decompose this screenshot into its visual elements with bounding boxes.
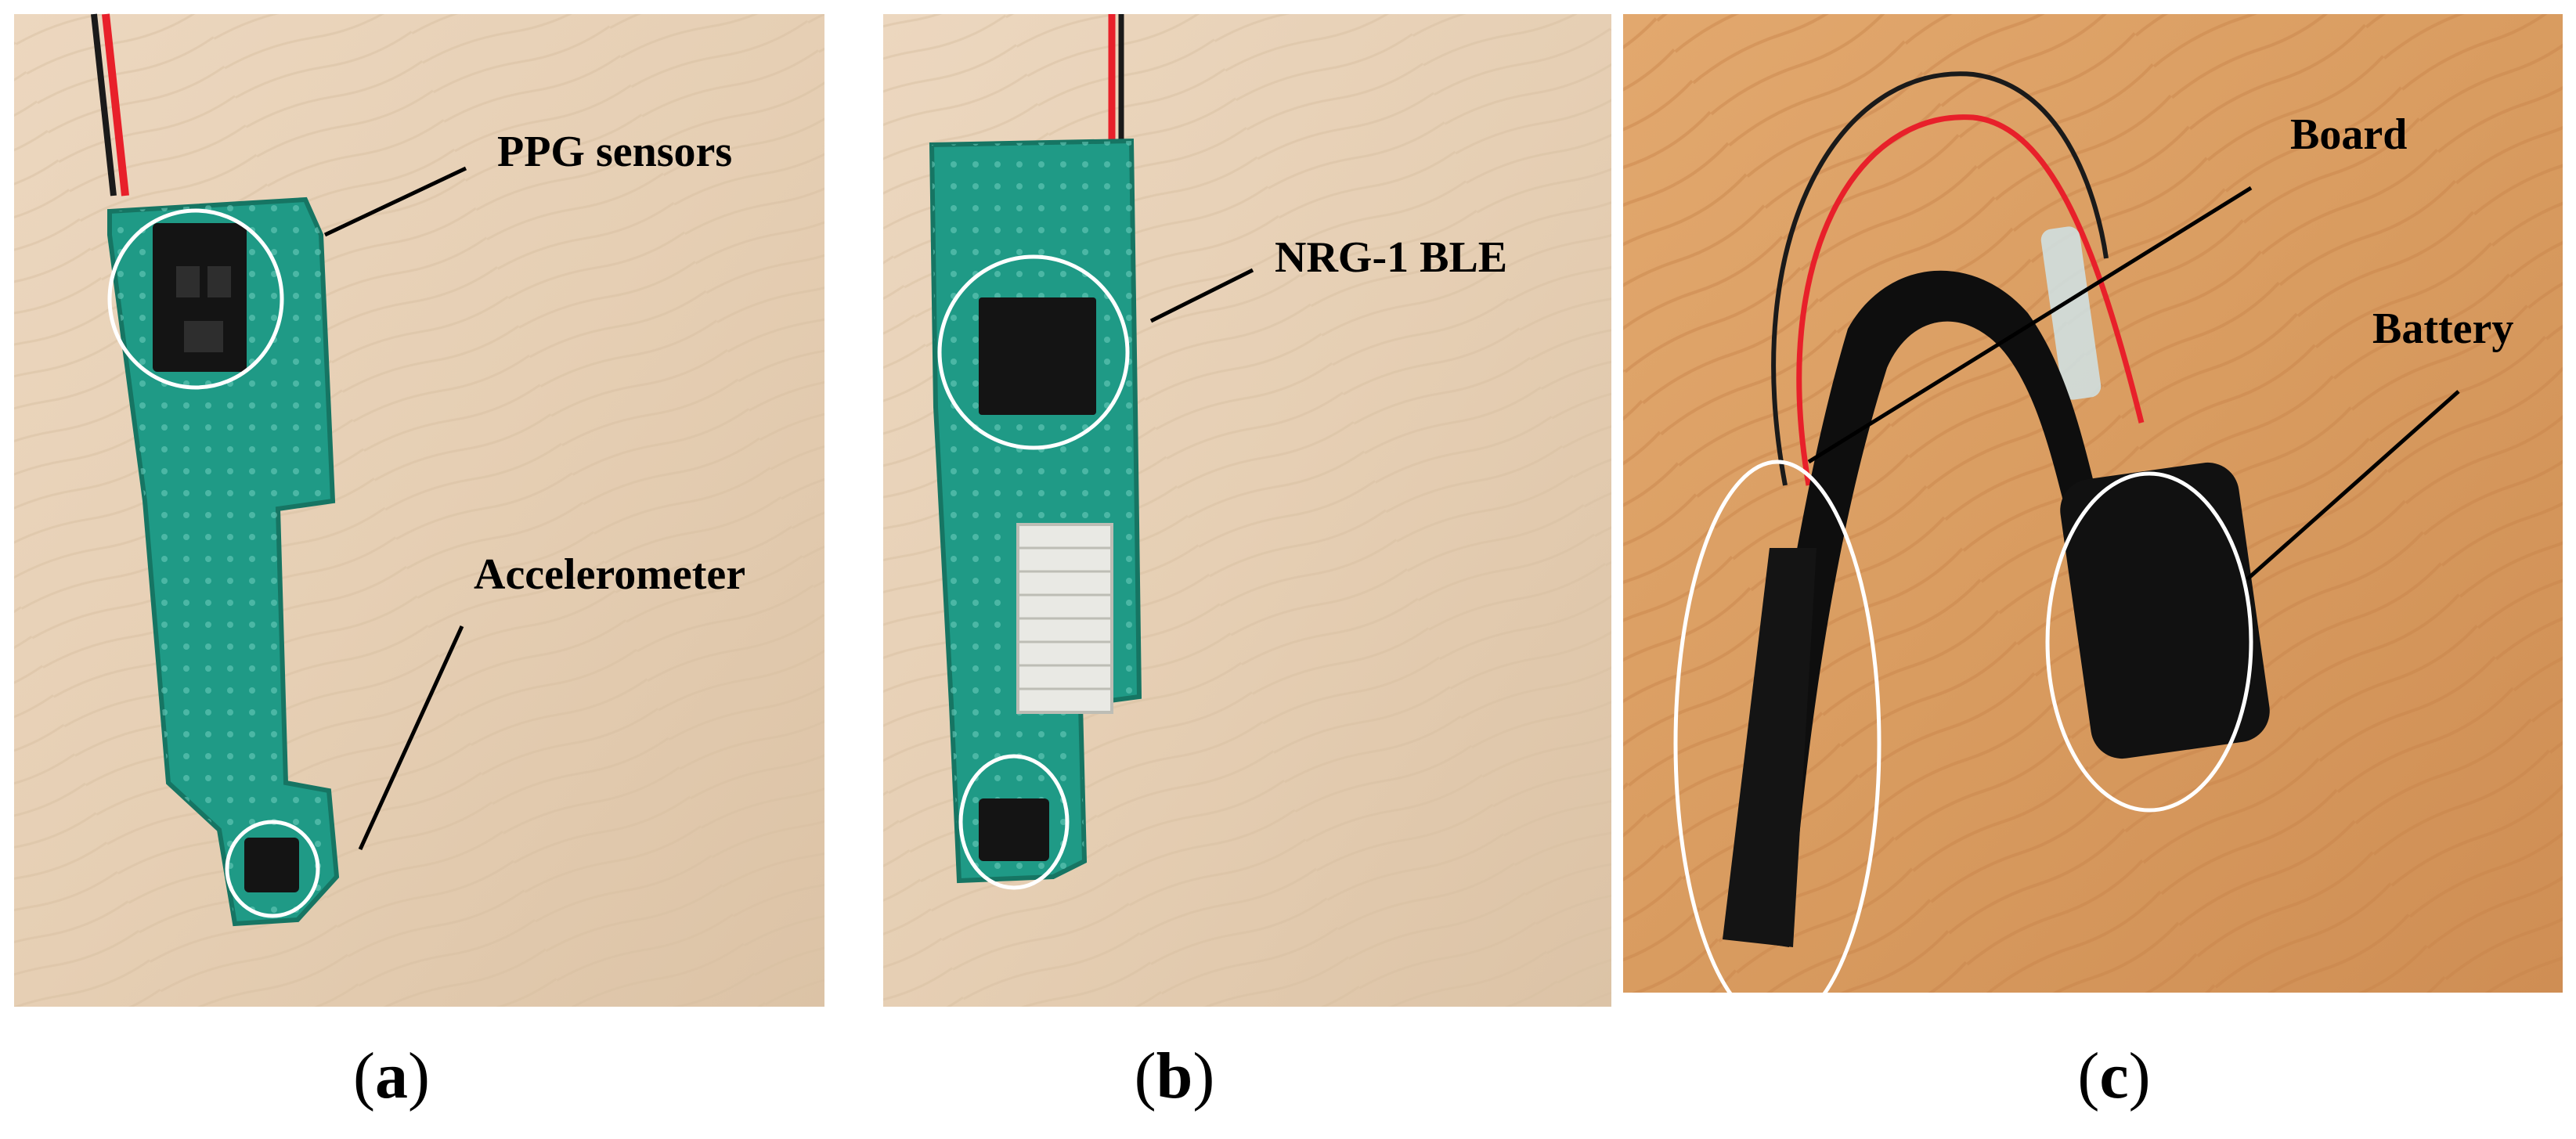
lower-callout-circle xyxy=(958,754,1070,890)
annotation-board: Board xyxy=(2290,110,2407,159)
panel-label-a: (a) xyxy=(353,1040,430,1112)
panel-c-photo: Board Battery xyxy=(1623,14,2563,1028)
earhook-band xyxy=(1738,270,2098,947)
nrg1-ble-chip xyxy=(979,297,1096,415)
battery-callout-ellipse xyxy=(2045,471,2253,813)
accelerometer-leader-line xyxy=(358,625,464,851)
accelerometer-chip xyxy=(244,838,299,892)
board-housing xyxy=(1723,548,1817,947)
accelerometer-callout-circle xyxy=(225,820,320,918)
annotation-ppg-sensors: PPG sensors xyxy=(497,128,732,176)
panel-label-b: (b) xyxy=(1134,1040,1215,1112)
annotation-nrg1-ble: NRG-1 BLE xyxy=(1275,233,1507,282)
ble-leader-line xyxy=(1149,268,1254,323)
battery-housing xyxy=(2060,462,2270,759)
ppg-callout-circle xyxy=(107,208,284,390)
battery-leader-line xyxy=(2246,390,2460,581)
board-callout-ellipse xyxy=(1673,460,1881,1028)
ble-callout-circle xyxy=(937,254,1130,450)
panel-label-c: (c) xyxy=(2077,1040,2151,1112)
panel-a-photo: PPG sensors Accelerometer xyxy=(14,13,824,1007)
board-leader-line xyxy=(1807,186,2253,464)
ppg-leader-line xyxy=(323,166,467,237)
annotation-accelerometer: Accelerometer xyxy=(474,550,745,599)
panel-b-photo: NRG-1 BLE xyxy=(883,14,1611,1007)
annotation-battery: Battery xyxy=(2372,305,2513,353)
